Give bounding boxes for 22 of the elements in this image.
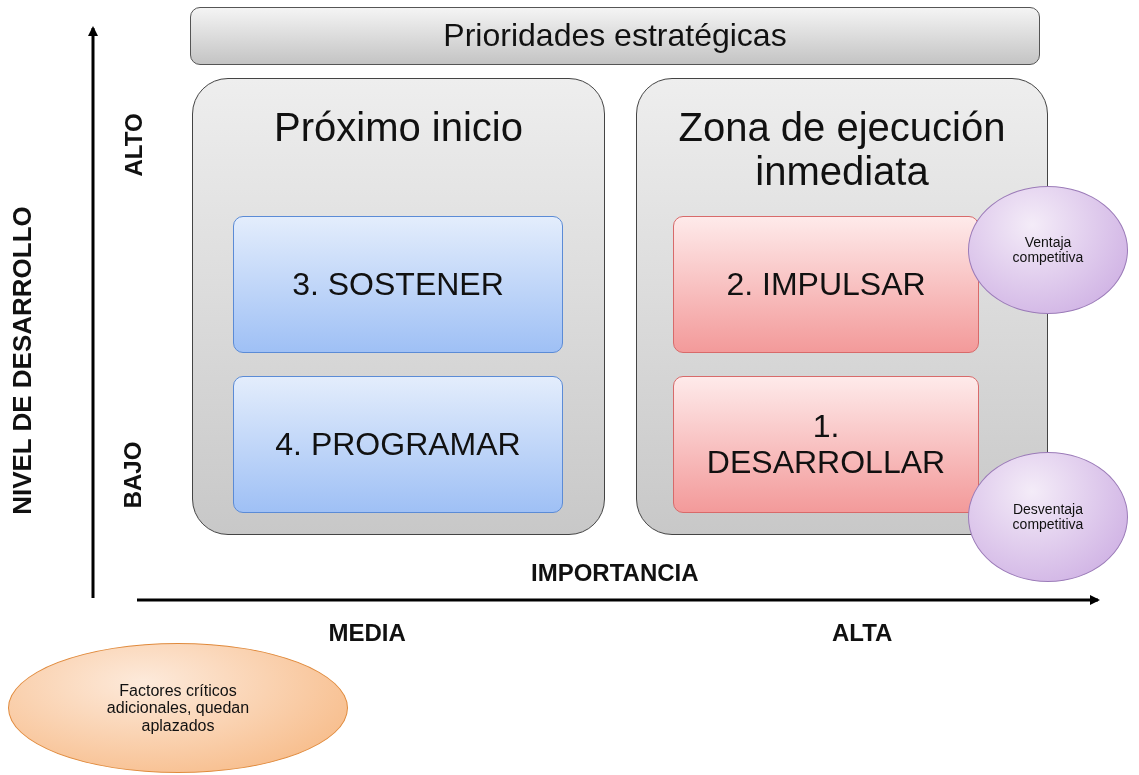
priority-box: [233, 376, 563, 513]
node-label: 3. SOSTENER: [292, 266, 504, 303]
node-label: Ventaja competitiva: [1011, 234, 1085, 266]
title-bar: [190, 7, 1040, 65]
node-label: 4. PROGRAMAR: [275, 426, 521, 463]
axis-label: MEDIA: [328, 619, 406, 647]
node-label: Prioridades estratégicas: [443, 18, 787, 54]
node-label: Desventaja competitiva: [1011, 501, 1085, 533]
panel-heading: Zona de ejecución inmediata: [677, 105, 1007, 193]
panel-heading: Próximo inicio: [274, 105, 523, 149]
priority-box: [673, 216, 979, 353]
node-label: 1. DESARROLLAR: [705, 409, 947, 480]
axis-label: ALTA: [832, 619, 893, 647]
priority-box: [233, 216, 563, 353]
node-label: Factores críticos adicionales, quedan aplazados: [105, 681, 251, 735]
priority-box: [673, 376, 979, 513]
axis-label: NIVEL DE DESARROLLO: [6, 205, 38, 515]
axis-label: BAJO: [118, 441, 147, 509]
node-label: 2. IMPULSAR: [726, 266, 926, 303]
quadrant-panel: [192, 78, 605, 535]
axis-label: IMPORTANCIA: [531, 559, 699, 587]
axis-label: ALTO: [119, 113, 148, 177]
